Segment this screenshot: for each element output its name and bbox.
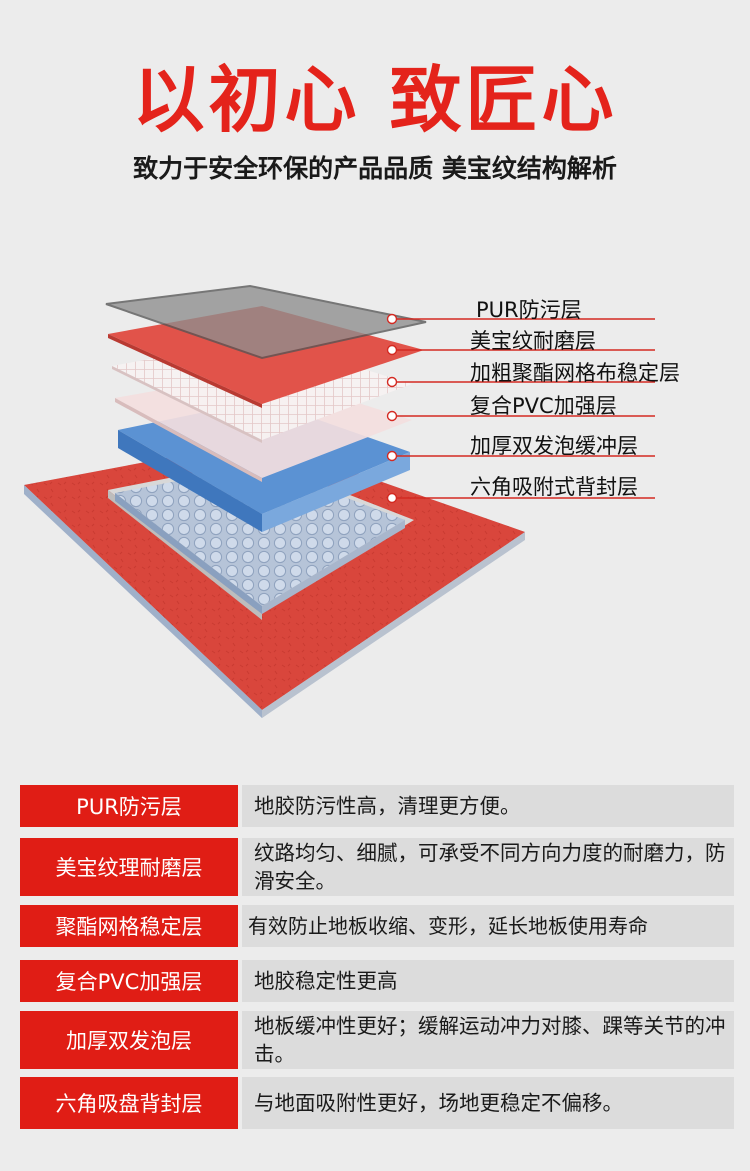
layer-label-pur: PUR防污层 <box>476 298 582 322</box>
feature-desc: 与地面吸附性更好，场地更稳定不偏移。 <box>242 1077 734 1129</box>
feature-name: 六角吸盘背封层 <box>20 1077 238 1129</box>
pointer-lines <box>386 313 655 504</box>
feature-name: 复合PVC加强层 <box>20 960 238 1002</box>
subheadline: 致力于安全环保的产品品质 美宝纹结构解析 <box>133 154 617 183</box>
feature-desc: 地胶稳定性更高 <box>242 960 734 1002</box>
feature-desc: 地板缓冲性更好；缓解运动冲力对膝、踝等关节的冲击。 <box>242 1011 734 1069</box>
feature-desc: 有效防止地板收缩、变形，延长地板使用寿命 <box>242 905 734 947</box>
feature-name: PUR防污层 <box>20 785 238 827</box>
feature-name: 美宝纹理耐磨层 <box>20 838 238 896</box>
feature-row: 聚酯网格稳定层 有效防止地板收缩、变形，延长地板使用寿命 <box>20 905 734 947</box>
layer-label-backing: 六角吸附式背封层 <box>470 475 638 499</box>
pur-layer <box>105 284 427 360</box>
layer-label-pvc: 复合PVC加强层 <box>470 394 617 418</box>
feature-desc: 地胶防污性高，清理更方便。 <box>242 785 734 827</box>
feature-row: 六角吸盘背封层 与地面吸附性更好，场地更稳定不偏移。 <box>20 1077 734 1129</box>
feature-row: 美宝纹理耐磨层 纹路均匀、细腻，可承受不同方向力度的耐磨力，防滑安全。 <box>20 838 734 896</box>
headline: 以初心 致匠心 <box>132 58 618 142</box>
feature-desc: 纹路均匀、细腻，可承受不同方向力度的耐磨力，防滑安全。 <box>242 838 734 896</box>
feature-name: 聚酯网格稳定层 <box>20 905 238 947</box>
layer-structure-diagram: PUR防污层 美宝纹耐磨层 加粗聚酯网格布稳定层 复合PVC加强层 加厚双发泡缓… <box>0 270 750 740</box>
feature-row: PUR防污层 地胶防污性高，清理更方便。 <box>20 785 734 827</box>
feature-row: 加厚双发泡层 地板缓冲性更好；缓解运动冲力对膝、踝等关节的冲击。 <box>20 1011 734 1069</box>
layer-stack-illustration <box>24 284 655 718</box>
layer-label-grid: 加粗聚酯网格布稳定层 <box>470 361 680 385</box>
layer-label-wear: 美宝纹耐磨层 <box>470 329 596 353</box>
layer-label-foam: 加厚双发泡缓冲层 <box>470 434 638 458</box>
feature-row: 复合PVC加强层 地胶稳定性更高 <box>20 960 734 1002</box>
feature-name: 加厚双发泡层 <box>20 1011 238 1069</box>
